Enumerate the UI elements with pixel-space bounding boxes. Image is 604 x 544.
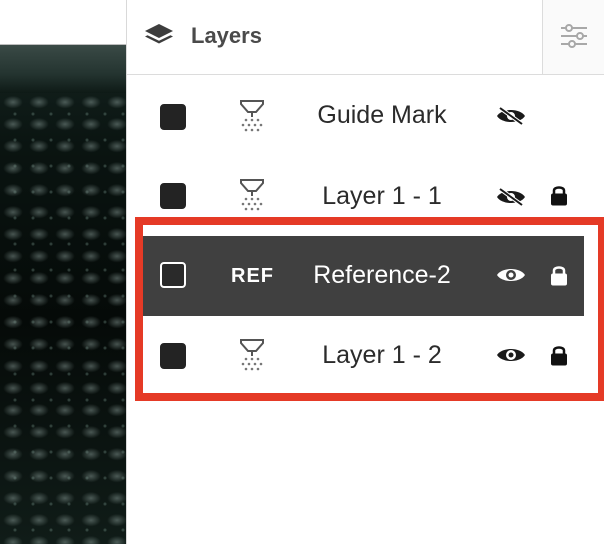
canvas-material-image xyxy=(0,45,126,544)
layer-name: Layer 1 - 1 xyxy=(322,182,442,210)
canvas-divider xyxy=(0,44,126,45)
laser-layer-icon xyxy=(237,338,267,374)
layer-name: Layer 1 - 2 xyxy=(322,341,442,369)
eye-slash-icon[interactable] xyxy=(495,186,527,208)
workspace-canvas[interactable] xyxy=(0,0,126,544)
laser-layer-icon xyxy=(237,99,267,135)
laser-layer-icon xyxy=(237,178,267,214)
layer-name: Reference-2 xyxy=(313,261,451,289)
layer-name: Guide Mark xyxy=(317,101,447,129)
eye-icon[interactable] xyxy=(495,264,527,286)
eye-icon[interactable] xyxy=(495,344,527,366)
layer-checkbox[interactable] xyxy=(160,183,186,209)
lock-icon[interactable] xyxy=(550,184,568,206)
layer-settings-button[interactable] xyxy=(542,0,604,74)
layer-row-layer-1-1[interactable]: Layer 1 - 1 xyxy=(127,156,604,236)
lock-icon[interactable] xyxy=(550,344,568,366)
layer-checkbox[interactable] xyxy=(160,262,186,288)
layer-checkbox[interactable] xyxy=(160,104,186,130)
layer-checkbox[interactable] xyxy=(160,343,186,369)
layer-panel: Layers xyxy=(126,0,604,544)
canvas-image-edge xyxy=(0,45,126,93)
layer-panel-header: Layers xyxy=(127,0,604,75)
eye-slash-icon[interactable] xyxy=(495,105,527,127)
layer-row-layer-1-2[interactable]: Layer 1 - 2 xyxy=(127,316,604,396)
lock-icon[interactable] xyxy=(550,264,568,286)
layers-stack-icon xyxy=(143,22,175,50)
layer-row-guide-mark[interactable]: Guide Mark xyxy=(127,75,604,155)
layer-row-reference-2[interactable]: REF Reference-2 xyxy=(143,236,584,316)
reference-layer-label: REF xyxy=(231,265,274,287)
panel-title: Layers xyxy=(191,23,262,48)
